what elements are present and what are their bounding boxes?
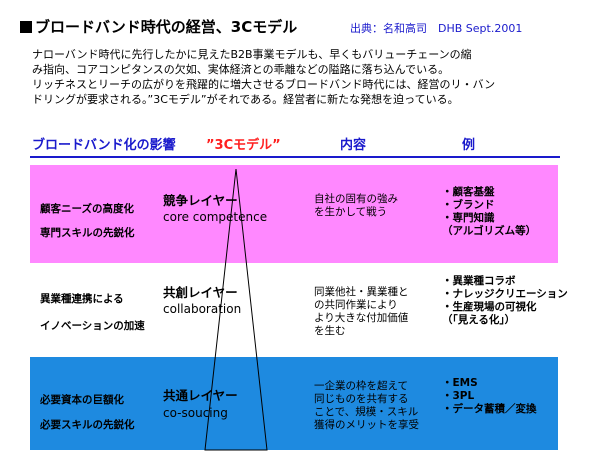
content-line: 自社の固有の強み [314,193,398,205]
example-item: ・データ蓄積／変換 [442,403,537,415]
row-influence: イノベーションの加速 [40,320,145,332]
column-header-model: ”3Cモデル” [206,138,281,153]
layer-english: core competence [163,210,268,224]
column-header-example: 例 [462,138,476,153]
row-influence: 必要スキルの先鋭化 [40,419,135,431]
row-content: 自社の固有の強み を生かして戦う [314,193,429,219]
column-header-content: 内容 [340,138,367,153]
layer-english: co-soucing [163,406,228,420]
content-line: 同じものを共有する [314,393,409,405]
example-item: ・ナレッジクリエーション [442,288,568,300]
content-line: 同業他社・異業種と [314,286,409,298]
content-line: ことで、規模・スキル [314,406,419,418]
header-divider [30,156,560,158]
example-item: （「見える化」） [442,314,516,326]
intro-paragraph: ナローバンド時代に先行したかに見えたB2B事業モデルも、早くもバリューチェーンの… [32,47,572,107]
row-examples: ・異業種コラボ ・ナレッジクリエーション ・生産現場の可視化 （「見える化」） [442,275,568,327]
example-item: ・専門知識 [442,212,495,224]
intro-line: み指向、コアコンピタンスの欠如、実体経済との乖離などの隘路に落ち込んでいる。 [32,63,450,76]
content-line: を生かして戦う [314,206,388,218]
layer-name: 競争レイヤー [163,193,238,208]
example-item: ・EMS [442,377,478,389]
row-content: 同業他社・異業種と の共同作業により より大きな付加価値 を生む [314,286,429,338]
row-examples: ・EMS ・3PL ・データ蓄積／変換 [442,377,537,416]
intro-line: リッチネスとリーチの広がりを飛躍的に増大させるブロードバンド時代には、経営のリ・… [32,78,496,91]
content-line: の共同作業により [314,299,398,311]
page-title-text: ブロードバンド時代の経営、3Cモデル [35,18,298,36]
content-line: を生む [314,325,346,337]
content-line: 一企業の枠を超えて [314,380,408,392]
row-influence: 顧客ニーズの高度化 [40,203,134,215]
row-influence: 異業種連携による [40,293,124,305]
example-item: ・ブランド [442,199,495,211]
row-band-cocreation [30,263,558,357]
example-item: ・異業種コラボ [442,275,516,287]
example-item: （アルゴリズム等） [442,225,537,237]
row-influence: 必要資本の巨額化 [40,394,124,406]
content-line: 獲得のメリットを享受 [314,419,419,431]
source-citation: 出典：名和高司 DHB Sept.2001 [350,22,523,35]
intro-line: ナローバンド時代に先行したかに見えたB2B事業モデルも、早くもバリューチェーンの… [32,48,472,61]
example-item: ・3PL [442,390,475,402]
layer-english: collaboration [163,302,242,316]
row-band-competition [30,165,558,263]
row-band-common [30,357,558,450]
row-examples: ・顧客基盤 ・ブランド ・専門知識 （アルゴリズム等） [442,186,536,238]
page-title: ブロードバンド時代の経営、3Cモデル [20,16,297,37]
layer-name: 共通レイヤー [163,388,238,403]
intro-line: ドリングが要求される。”3Cモデル”がそれである。経営者に新たな発想を迫っている… [32,93,459,106]
row-influence: 専門スキルの先鋭化 [40,227,135,239]
example-item: ・顧客基盤 [442,186,495,198]
bullet-square-icon [20,21,32,33]
layer-name: 共創レイヤー [163,285,238,300]
content-line: より大きな付加価値 [314,312,409,324]
example-item: ・生産現場の可視化 [442,301,537,313]
column-header-influence: ブロードバンド化の影響 [32,138,176,153]
row-content: 一企業の枠を超えて 同じものを共有する ことで、規模・スキル 獲得のメリットを享… [314,380,429,432]
